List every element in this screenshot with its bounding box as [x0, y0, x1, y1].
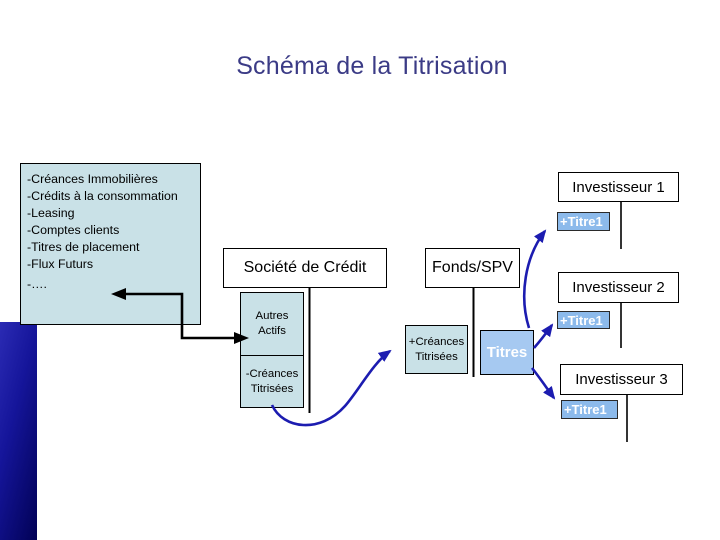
- arrow-titres-to-investisseur-2: [533, 323, 554, 349]
- investisseur-3-box: Investisseur 3: [560, 364, 683, 395]
- societe-de-credit-box: Société de Crédit: [223, 248, 387, 288]
- titre-tag-3: +Titre1: [561, 400, 618, 419]
- autres-actifs-cell: Autres Actifs: [240, 292, 304, 356]
- investisseur-1-box: Investisseur 1: [558, 172, 679, 202]
- asset-type-item: -Flux Futurs: [27, 257, 94, 271]
- arrow-titres-to-investisseur-3: [530, 367, 556, 400]
- creances-titrisees-sortie-cell: -Créances Titrisées: [240, 355, 304, 408]
- titre-tag-2: +Titre1: [557, 311, 610, 329]
- asset-type-item: -Crédits à la consommation: [27, 189, 178, 203]
- titres-cell: Titres: [480, 330, 534, 375]
- asset-type-item: -Comptes clients: [27, 223, 120, 237]
- asset-type-item: -Créances Immobilières: [27, 172, 158, 186]
- investisseur-2-box: Investisseur 2: [558, 272, 679, 303]
- asset-types-box: -Créances Immobilières -Crédits à la con…: [20, 163, 201, 325]
- left-accent-bar: [0, 322, 37, 540]
- asset-type-item: -….: [27, 277, 47, 291]
- slide-title: Schéma de la Titrisation: [236, 52, 508, 80]
- fonds-spv-box: Fonds/SPV: [425, 248, 520, 288]
- asset-type-item: -Titres de placement: [27, 240, 140, 254]
- arrow-titres-to-investisseur-1: [523, 229, 547, 329]
- asset-type-item: -Leasing: [27, 206, 75, 220]
- creances-titrisees-entree-cell: +Créances Titrisées: [405, 325, 468, 374]
- titre-tag-1: +Titre1: [557, 212, 610, 231]
